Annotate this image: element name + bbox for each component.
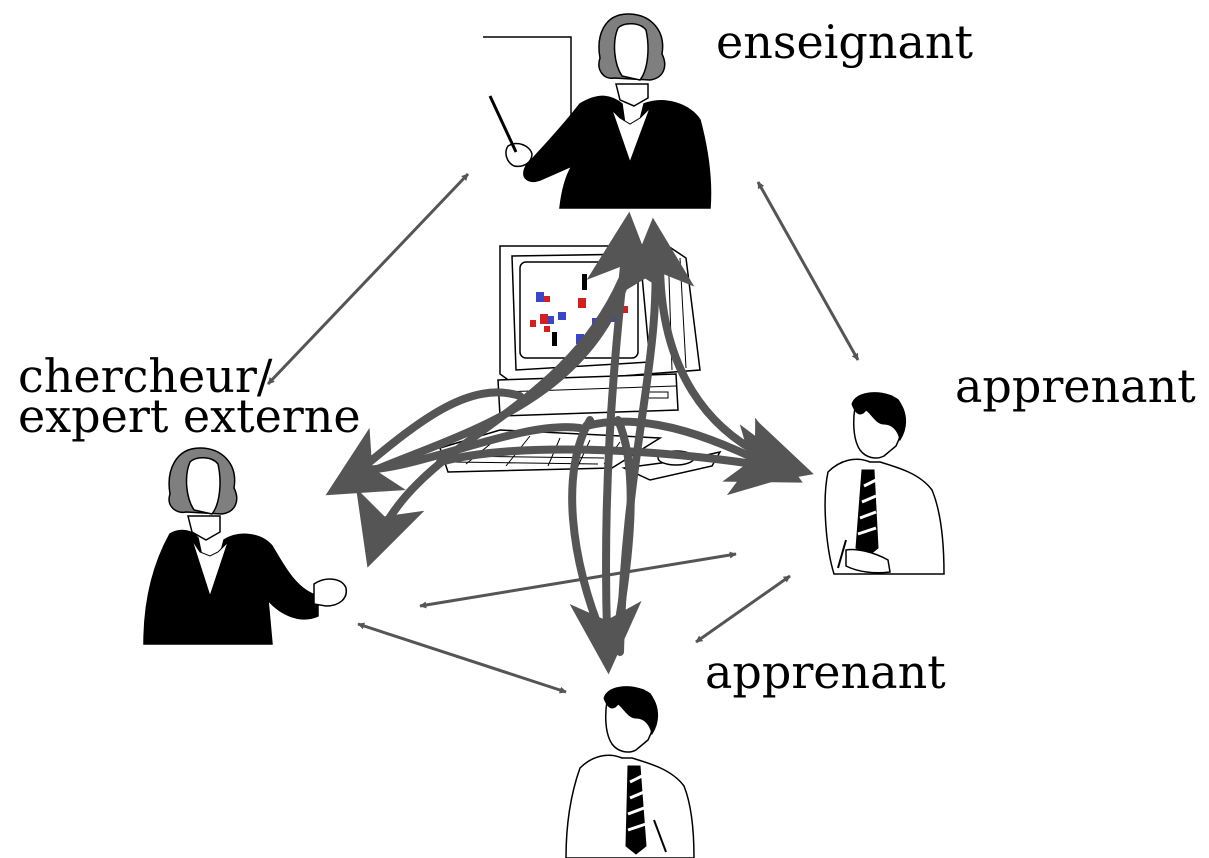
label-enseignant: enseignant	[716, 15, 973, 69]
arrow-teacher-researcher	[266, 172, 470, 386]
researcher-figure-icon	[143, 447, 348, 645]
pointer-stick-icon	[488, 95, 518, 153]
teacher-figure-icon	[505, 13, 712, 209]
arrow-learner-right-learner-bottom	[695, 574, 791, 644]
arrow-center-down-2	[610, 416, 635, 654]
arrow-center-down	[568, 416, 608, 644]
label-chercheur: chercheur/ expert externe	[18, 349, 361, 443]
learner-figure-icon	[824, 392, 945, 575]
learner-figure-icon	[565, 686, 695, 858]
arrow-teacher-learner-right	[756, 181, 860, 361]
label-chercheur-line1: chercheur/	[18, 349, 273, 403]
arrow-teacher-to-researcher-2	[356, 276, 626, 568]
arrow-researcher-learner-bottom	[357, 622, 567, 694]
label-apprenant-bottom: apprenant	[705, 645, 946, 699]
whiteboard-icon	[483, 36, 572, 208]
thick-arrows	[325, 211, 814, 675]
arrow-center-right-2	[436, 424, 805, 496]
label-apprenant-right: apprenant	[955, 359, 1196, 413]
arrow-top-loop	[348, 388, 584, 475]
label-chercheur-line2: expert externe	[18, 389, 361, 443]
